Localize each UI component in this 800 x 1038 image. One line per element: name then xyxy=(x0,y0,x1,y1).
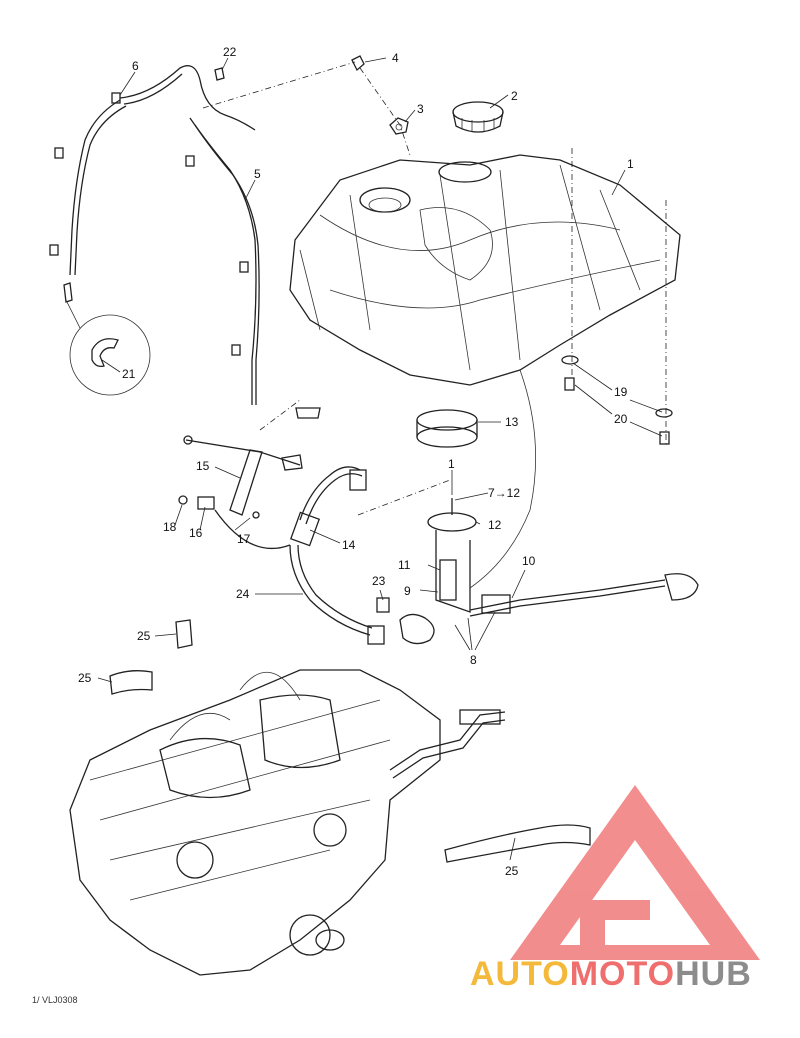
fuel-pump-module xyxy=(399,498,477,645)
callout-10: 10 xyxy=(522,554,536,568)
callout-25-a: 25 xyxy=(137,629,151,643)
callout-2: 2 xyxy=(511,89,518,103)
wiring-harness xyxy=(469,573,699,617)
watermark-logo xyxy=(510,785,760,960)
callout-25-c: 25 xyxy=(505,864,519,878)
hose-short-b xyxy=(109,670,153,695)
detail-circle-clip xyxy=(63,282,151,396)
assembly-lines xyxy=(202,61,667,516)
callout-5: 5 xyxy=(254,167,261,181)
svg-text:AUTOMOTOHUB: AUTOMOTOHUB xyxy=(470,955,752,993)
fuel-tank xyxy=(289,154,681,386)
callout-4: 4 xyxy=(392,51,399,65)
watermark-text: AUTOMOTOHUB xyxy=(470,955,752,993)
leader-lines xyxy=(97,57,663,861)
callout-14: 14 xyxy=(342,538,356,552)
reference-code: 1/ VLJ0308 xyxy=(32,995,78,1005)
filler-cap xyxy=(452,101,504,133)
callout-24: 24 xyxy=(236,587,250,601)
watermark-moto: MOTO xyxy=(570,955,675,993)
callout-3: 3 xyxy=(417,102,424,116)
seal-ring xyxy=(416,409,478,448)
callout-20: 20 xyxy=(614,412,628,426)
hose-long xyxy=(444,824,591,863)
fuel-line xyxy=(214,466,385,645)
callout-11: 11 xyxy=(398,558,411,572)
callout-9: 9 xyxy=(404,584,411,598)
watermark-auto: AUTO xyxy=(470,955,570,993)
callout-labels: 1 2 3 4 5 6 22 13 1 7→12 12 11 9 10 8 14… xyxy=(78,45,634,878)
callout-23: 23 xyxy=(372,574,386,588)
callout-15: 15 xyxy=(196,459,210,473)
return-line xyxy=(469,369,537,589)
callout-1: 1 xyxy=(627,157,634,171)
washers xyxy=(561,355,673,445)
fitting xyxy=(351,55,365,72)
callout-19: 19 xyxy=(614,385,628,399)
watermark-hub: HUB xyxy=(675,955,752,993)
engine xyxy=(69,669,506,976)
callout-18: 18 xyxy=(163,520,177,534)
hose-short-a xyxy=(175,619,193,649)
mounting-bracket xyxy=(178,407,321,519)
callout-8: 8 xyxy=(470,653,477,667)
callout-13: 13 xyxy=(505,415,519,429)
clamp-small xyxy=(214,67,225,81)
callout-21: 21 xyxy=(122,367,136,381)
callout-25-b: 25 xyxy=(78,671,92,685)
callout-6: 6 xyxy=(132,59,139,73)
hose-clips xyxy=(49,92,249,356)
vent-hose xyxy=(69,65,260,405)
grommet xyxy=(389,117,409,135)
callout-22: 22 xyxy=(223,45,237,59)
callout-7-12: 7→12 xyxy=(488,486,520,500)
callout-1b: 1 xyxy=(448,457,455,471)
callout-16: 16 xyxy=(189,526,203,540)
callout-17: 17 xyxy=(237,532,251,546)
clip xyxy=(376,597,390,613)
callout-12: 12 xyxy=(488,518,502,532)
